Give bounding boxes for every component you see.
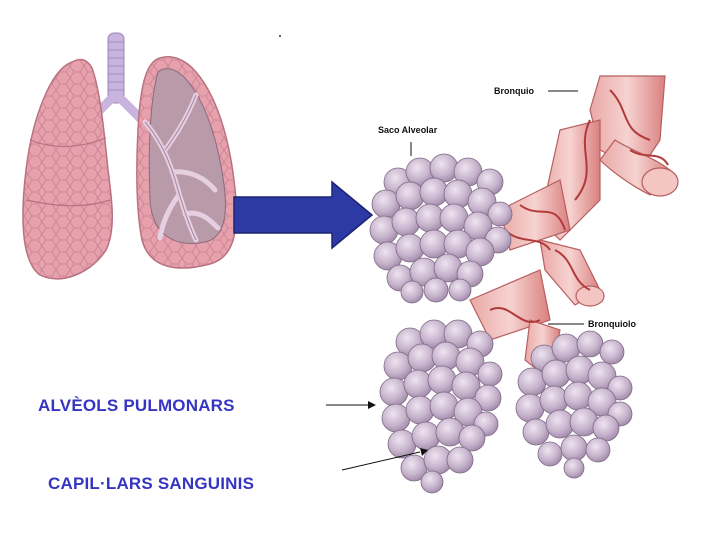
label-bronquio: Bronquio <box>494 86 534 96</box>
zoom-arrow <box>233 180 374 250</box>
label-bronquiolo: Bronquiolo <box>588 319 636 329</box>
blood-vessels <box>489 89 669 323</box>
lungs-illustration <box>22 32 238 280</box>
alveoli-detail: Bronquio Saco Alveolar Bronquiolo <box>369 75 679 494</box>
caption-alveols: ALVÈOLS PULMONARS <box>38 396 235 415</box>
capillars-pointer <box>341 451 421 471</box>
caption-capillars: CAPIL·LARS SANGUINIS <box>48 474 255 493</box>
stray-dot <box>279 35 281 37</box>
alveolar-sac-lower-left <box>379 319 503 494</box>
alveolar-sac-lower-right <box>515 330 633 479</box>
lung-cutaway <box>148 68 226 244</box>
label-saco-alveolar: Saco Alveolar <box>378 125 438 135</box>
alveolar-sac-upper <box>369 153 513 304</box>
trachea <box>107 32 125 104</box>
caption-pointers <box>326 401 428 471</box>
